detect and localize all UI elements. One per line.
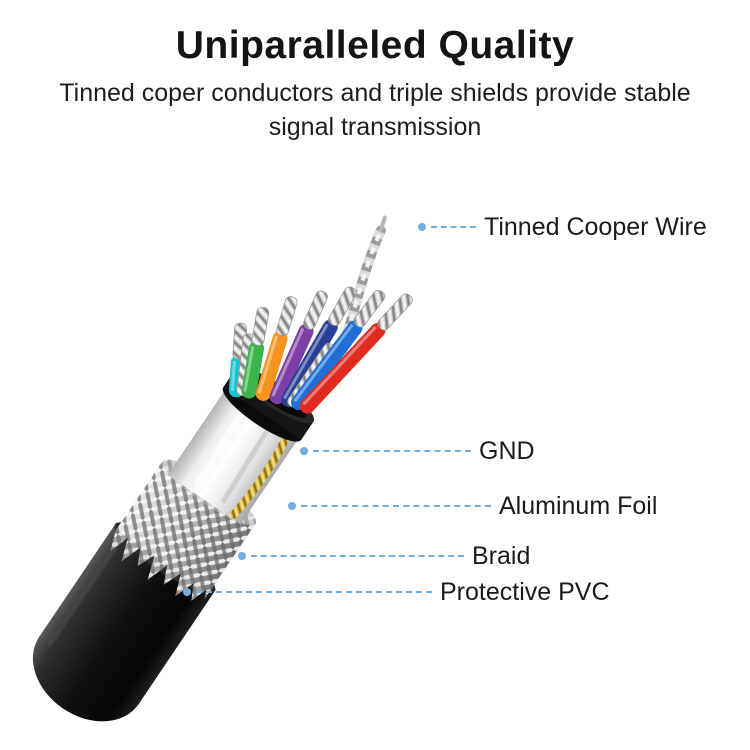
callout-line bbox=[196, 591, 432, 593]
wire-navy bbox=[280, 286, 357, 407]
subtitle-line-2: signal transmission bbox=[268, 113, 482, 141]
wire-blue bbox=[291, 289, 386, 411]
callout-label: Protective PVC bbox=[440, 577, 610, 606]
callout-label: Braid bbox=[472, 541, 531, 570]
wire-purple bbox=[269, 290, 328, 405]
wire-orange bbox=[255, 296, 298, 401]
callout-label: Aluminum Foil bbox=[499, 491, 658, 520]
conductor-bundle bbox=[228, 286, 413, 414]
callout-label: GND bbox=[479, 436, 535, 465]
callout-dot bbox=[418, 223, 426, 231]
wire-green bbox=[241, 307, 270, 399]
callout-protective-pvc: Protective PVC bbox=[183, 578, 610, 606]
page-title: Uniparalleled Quality bbox=[175, 24, 575, 67]
callout-aluminum-foil: Aluminum Foil bbox=[288, 492, 657, 520]
wire-red bbox=[299, 293, 413, 414]
callout-dot bbox=[288, 502, 296, 510]
callout-tinned-copper-wire: Tinned Cooper Wire bbox=[418, 213, 707, 241]
subtitle-line-1: Tinned coper conductors and triple shiel… bbox=[59, 79, 691, 107]
callout-line bbox=[251, 555, 464, 557]
callout-dot bbox=[238, 552, 246, 560]
callout-label: Tinned Cooper Wire bbox=[484, 212, 707, 241]
page-subtitle: Tinned coper conductors and triple shiel… bbox=[0, 76, 750, 144]
callout-gnd: GND bbox=[300, 437, 535, 465]
callout-line bbox=[301, 505, 491, 507]
callout-dot bbox=[300, 447, 308, 455]
callout-dot bbox=[183, 588, 191, 596]
callout-line bbox=[431, 226, 476, 228]
callout-braid: Braid bbox=[238, 542, 530, 570]
callout-line bbox=[313, 450, 471, 452]
